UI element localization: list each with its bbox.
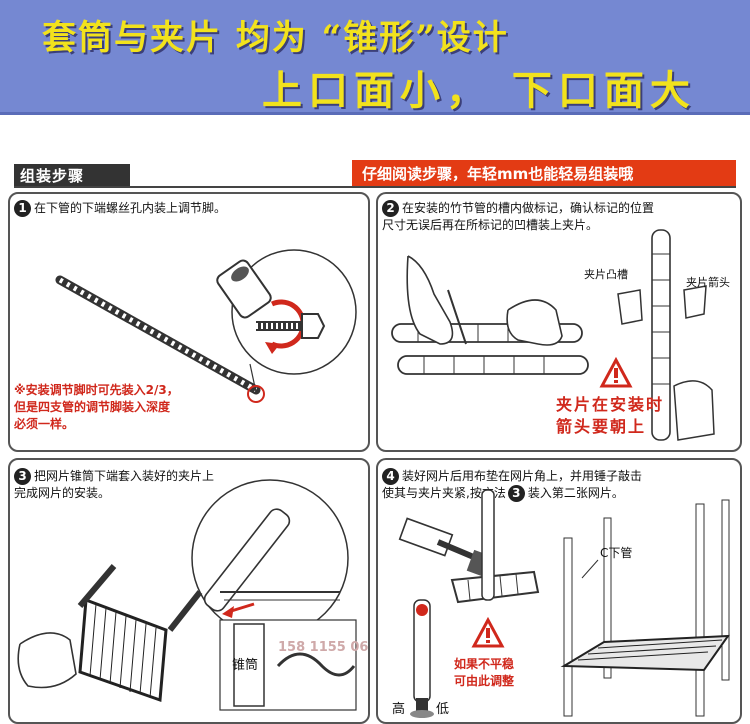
zoom-marker — [247, 385, 265, 403]
step-3-text: 把网片锥筒下端套入装好的夹片上 完成网片的安装。 — [14, 469, 215, 500]
label-high: 高 — [392, 702, 406, 717]
step-2-text: 在安装的竹节管的槽内做标记，确认标记的位置 尺寸无误后再在所标记的凹槽装上夹片。 — [382, 201, 655, 232]
title-banner: 套筒与夹片 均为 “锥形”设计 上口面小， 下口面大 — [0, 0, 750, 115]
watermark: 158 1155 0607 — [278, 640, 369, 655]
warning-triangle-icon — [471, 616, 505, 648]
hand-right-icon — [506, 299, 563, 346]
assembly-steps-label: 组装步骤 — [20, 167, 85, 185]
step-number-3: 3 — [14, 468, 31, 485]
arrow-icon — [222, 606, 234, 618]
tube-end-detail — [216, 259, 272, 319]
label-low: 低 — [436, 702, 450, 717]
hammer-icon — [398, 517, 490, 577]
adjust-foot-bolt-icon — [256, 313, 326, 339]
sleeve-detail-box — [219, 619, 357, 711]
step-4-text-b: 装入第二张网片。 — [527, 486, 624, 500]
step-number-1: 1 — [14, 200, 31, 217]
tip-banner: 仔细阅读步骤，年轻mm也能轻易组装哦 — [352, 160, 736, 186]
banner-line-2: 上口面小， 下口面大 — [262, 67, 696, 114]
tip-text: 仔细阅读步骤，年轻mm也能轻易组装哦 — [362, 165, 634, 183]
step-1-warning: ※安装调节脚时可先装入2/3， 但是四支管的调节脚装入深度 必须一样。 — [14, 383, 179, 431]
wire-shelf — [77, 564, 203, 703]
zoom-circle-sleeve — [191, 479, 349, 637]
header-divider — [14, 186, 736, 188]
label-clip-arrow: 夹片箭头 — [686, 276, 730, 289]
threaded-pipe — [55, 275, 261, 395]
step-4-illustration — [398, 489, 730, 718]
assembly-steps-header: 组装步骤 — [14, 164, 130, 186]
clip-piece-icon — [617, 285, 715, 441]
banner-line-1: 套筒与夹片 均为 “锥形”设计 — [42, 18, 509, 58]
zoom-circle — [231, 249, 357, 375]
step-4-warning: 如果不平稳 可由此调整 — [454, 657, 515, 688]
shelf-corner — [450, 489, 540, 604]
step-number-2: 2 — [382, 200, 399, 217]
vertical-pipe — [651, 229, 671, 441]
label-c-lower-pipe: C下管 — [600, 546, 633, 560]
hand-left-icon — [406, 255, 467, 345]
step-2-illustration — [391, 229, 715, 441]
step-1-illustration — [55, 249, 357, 403]
step-number-4: 4 — [382, 468, 399, 485]
step-3-illustration — [17, 479, 357, 711]
adjustable-leg — [410, 599, 434, 718]
step-1-text: 在下管的下端螺丝孔内装上调节脚。 — [34, 201, 227, 215]
label-clip-groove: 夹片凸槽 — [584, 268, 628, 281]
warning-triangle-icon — [599, 356, 633, 388]
step-ref-number-3: 3 — [507, 485, 525, 502]
two-tier-shelf — [560, 499, 730, 717]
step-4-text-a: 装好网片后用布垫在网片角上，并用锤子敲击 使其与夹片夹紧,按方法 — [382, 469, 643, 500]
label-sleeve: 锥筒 — [232, 658, 259, 673]
step-2-warning: 夹片在安装时 箭头要朝上 — [556, 395, 665, 436]
hand-icon — [17, 632, 77, 689]
